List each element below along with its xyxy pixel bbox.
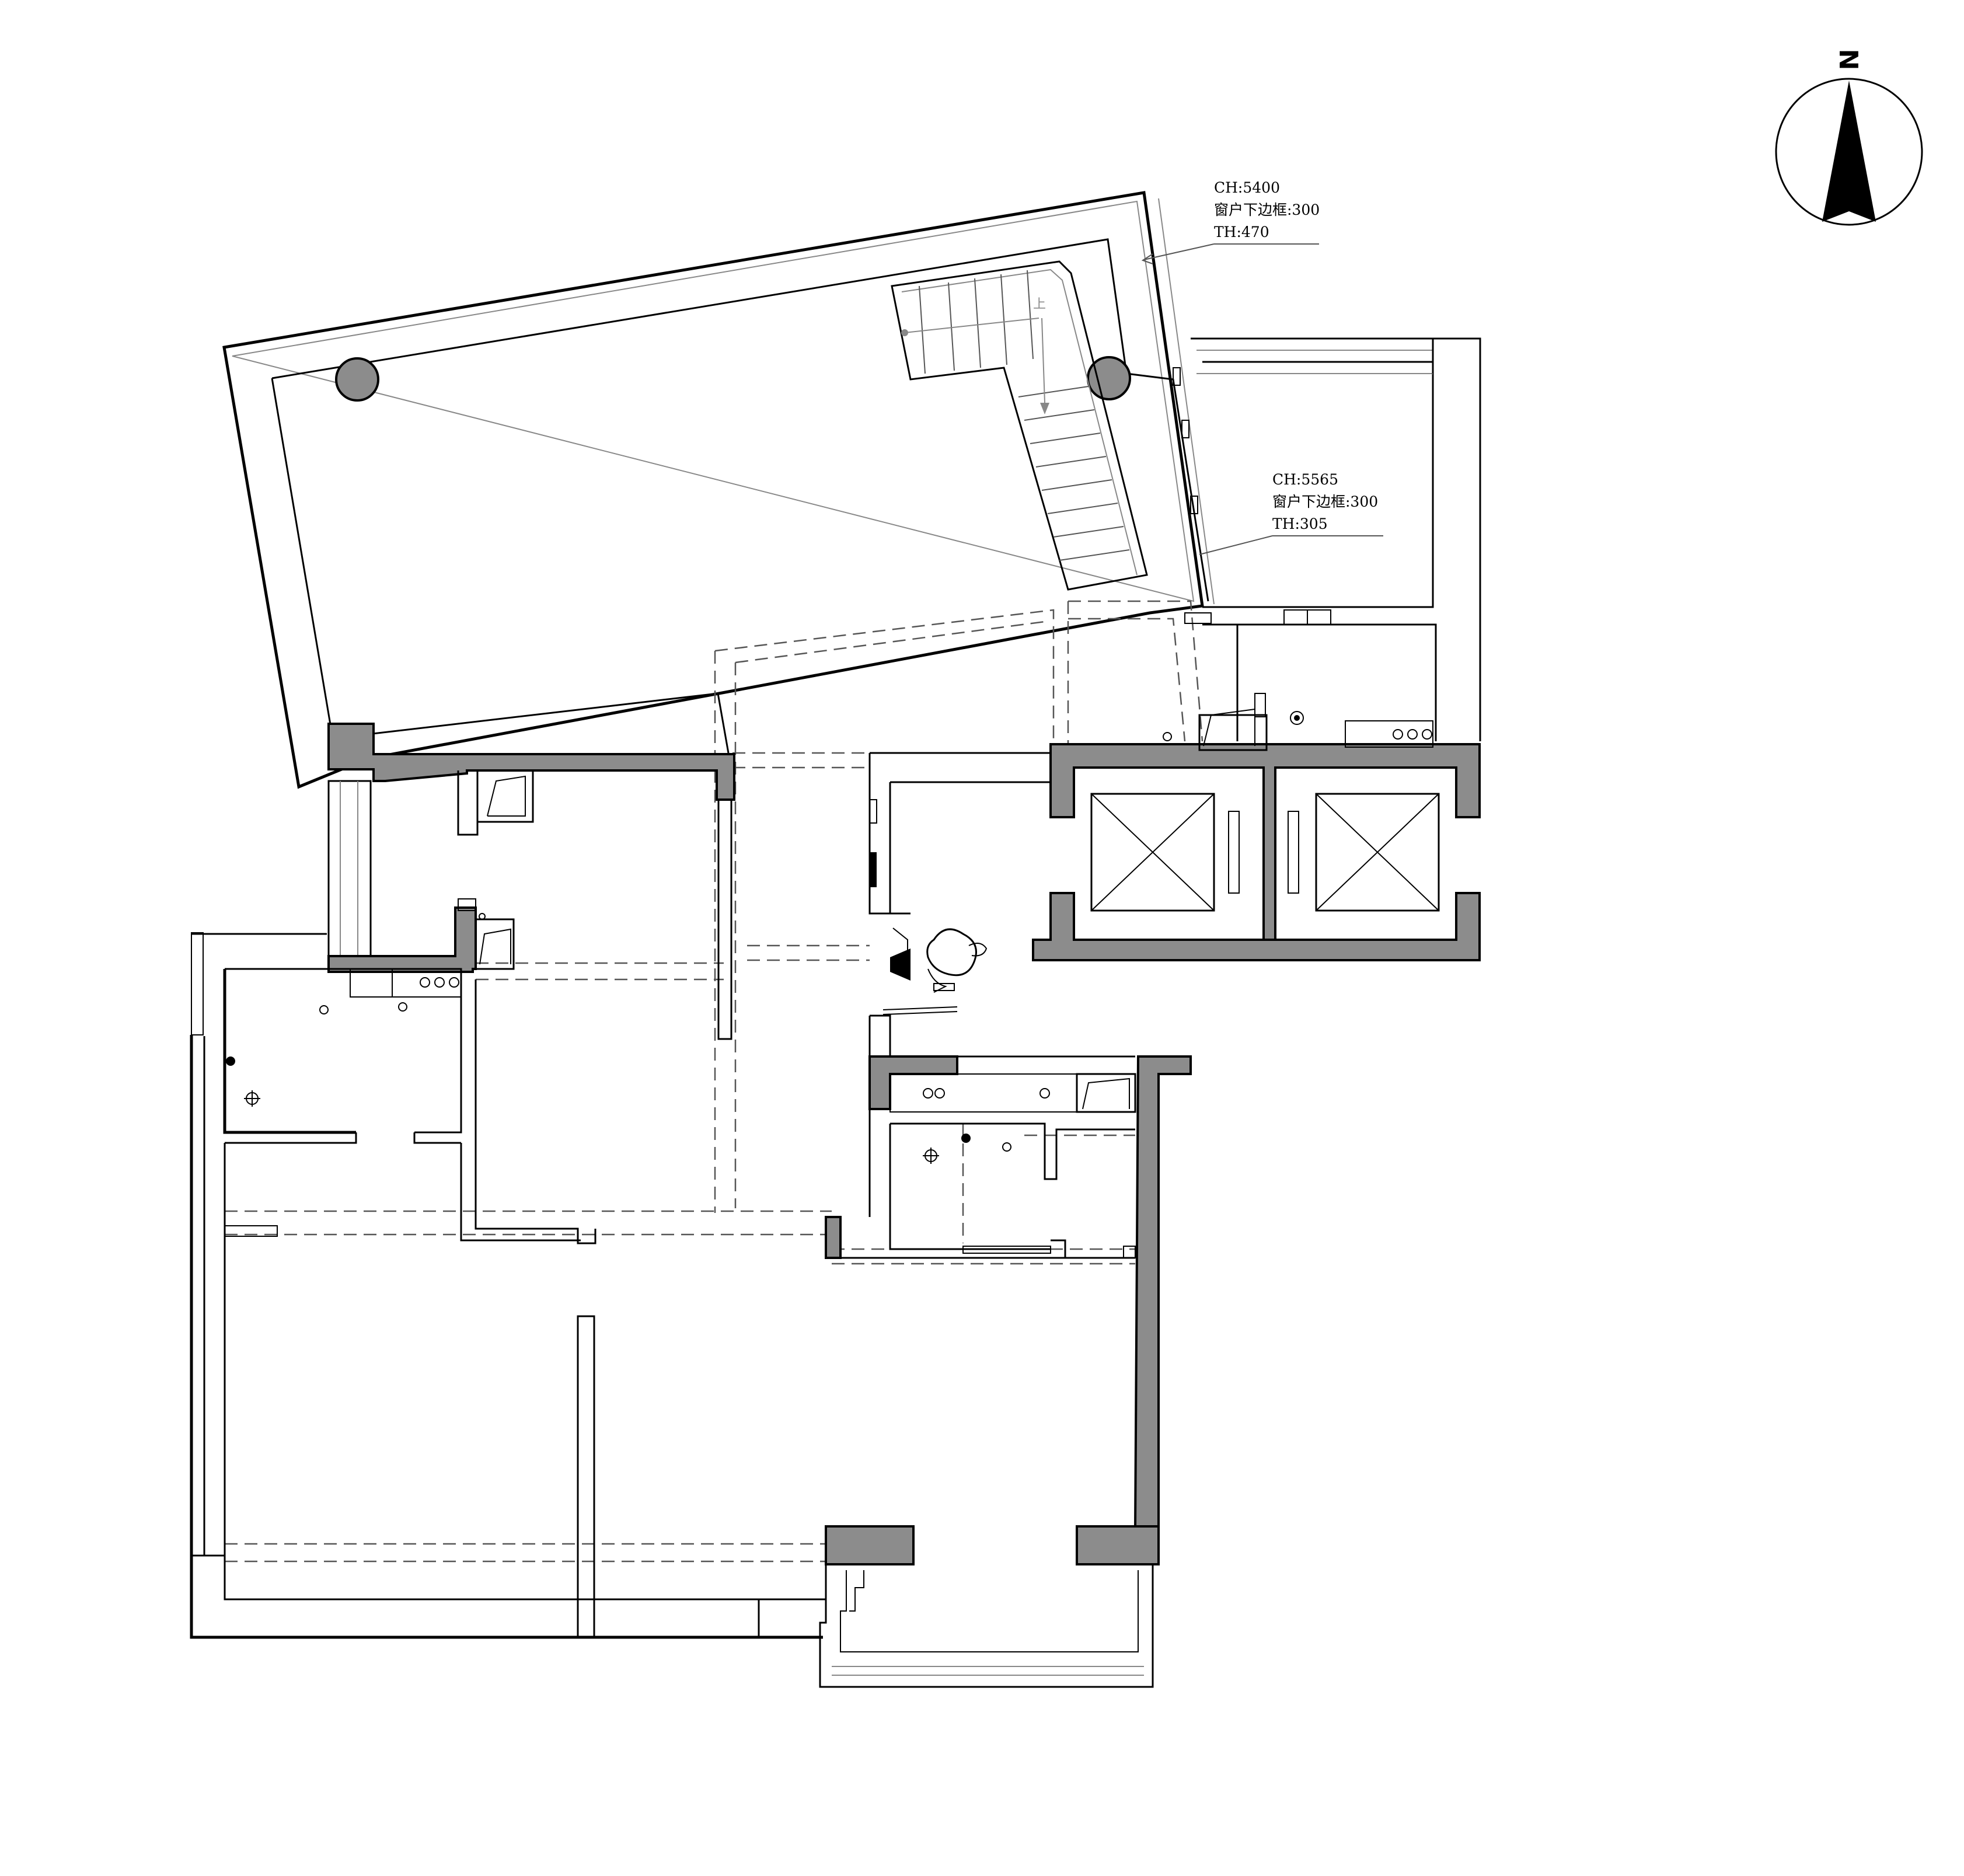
staircase: 上 — [891, 260, 1148, 591]
north-arrow-icon — [1822, 81, 1876, 222]
north-double-height-hall: 上 CH:5400 窗户下边框:300 TH:470 — [222, 179, 1320, 789]
east-bathroom — [825, 1055, 1192, 1530]
annotation-ch: CH:5400 — [1214, 179, 1280, 196]
living-area — [190, 1035, 1160, 1688]
north-compass: N — [1775, 49, 1923, 226]
compass-label: N — [1833, 49, 1863, 71]
round-column — [1087, 356, 1131, 400]
northeast-terrace: CH:5565 窗户下边框:300 TH:305 — [1191, 337, 1481, 741]
wall — [327, 906, 477, 973]
wall — [868, 1055, 958, 1110]
annotation-window-2: CH:5565 窗户下边框:300 TH:305 — [1199, 471, 1383, 555]
annotation-window-1: CH:5400 窗户下边框:300 TH:470 — [1141, 179, 1320, 264]
elevator-core — [1032, 609, 1481, 961]
wall — [1076, 1525, 1160, 1565]
compass-circle — [1775, 78, 1923, 226]
west-bathroom — [191, 932, 596, 1244]
wall — [1032, 892, 1481, 961]
wall — [1133, 1055, 1192, 1530]
wall — [327, 723, 735, 801]
annotation-ch: CH:5565 — [1272, 471, 1338, 488]
elevator-car — [1315, 793, 1440, 912]
stair-up-label: 上 — [1033, 297, 1046, 312]
annotation-th: TH:305 — [1272, 515, 1328, 532]
wall — [825, 1216, 842, 1259]
annotation-sill: 窗户下边框:300 — [1272, 493, 1378, 510]
entry-furniture-icon — [890, 928, 988, 993]
central-entry — [868, 752, 1053, 1217]
northwest-wing — [327, 723, 735, 1040]
elevator-car — [1090, 793, 1215, 912]
annotation-sill: 窗户下边框:300 — [1214, 201, 1320, 218]
round-column — [335, 357, 379, 402]
annotation-th: TH:470 — [1214, 224, 1269, 240]
wall — [825, 1525, 915, 1565]
